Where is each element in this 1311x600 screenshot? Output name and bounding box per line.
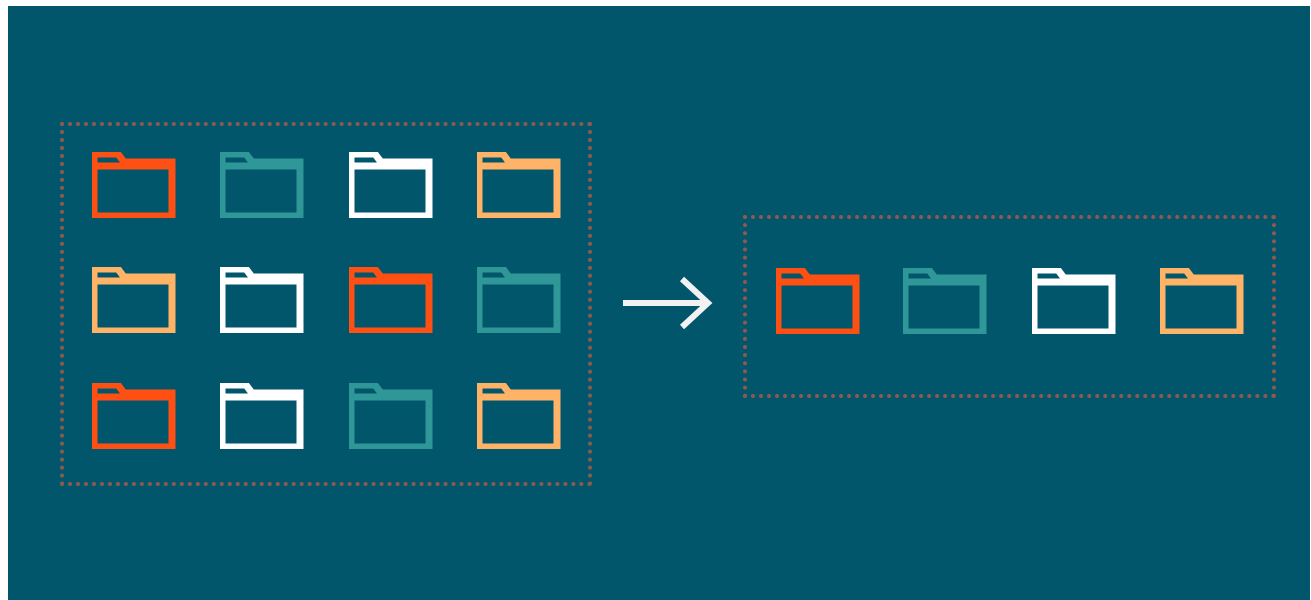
folder-icon [349, 383, 433, 449]
folder-icon [349, 152, 433, 218]
diagram-canvas [8, 6, 1310, 600]
folder-icon [220, 383, 304, 449]
source-folder-group [60, 122, 592, 486]
folder-icon [903, 268, 987, 334]
folder-icon [477, 383, 561, 449]
folder-icon [220, 267, 304, 333]
folder-icon [92, 152, 176, 218]
target-folder-group [743, 215, 1276, 398]
folder-icon [477, 152, 561, 218]
folder-icon [92, 267, 176, 333]
folder-icon [220, 152, 304, 218]
folder-icon [92, 383, 176, 449]
folder-icon [349, 267, 433, 333]
folder-icon [1032, 268, 1116, 334]
folder-icon [477, 267, 561, 333]
arrow-right-icon [622, 274, 714, 332]
folder-icon [776, 268, 860, 334]
folder-icon [1160, 268, 1244, 334]
